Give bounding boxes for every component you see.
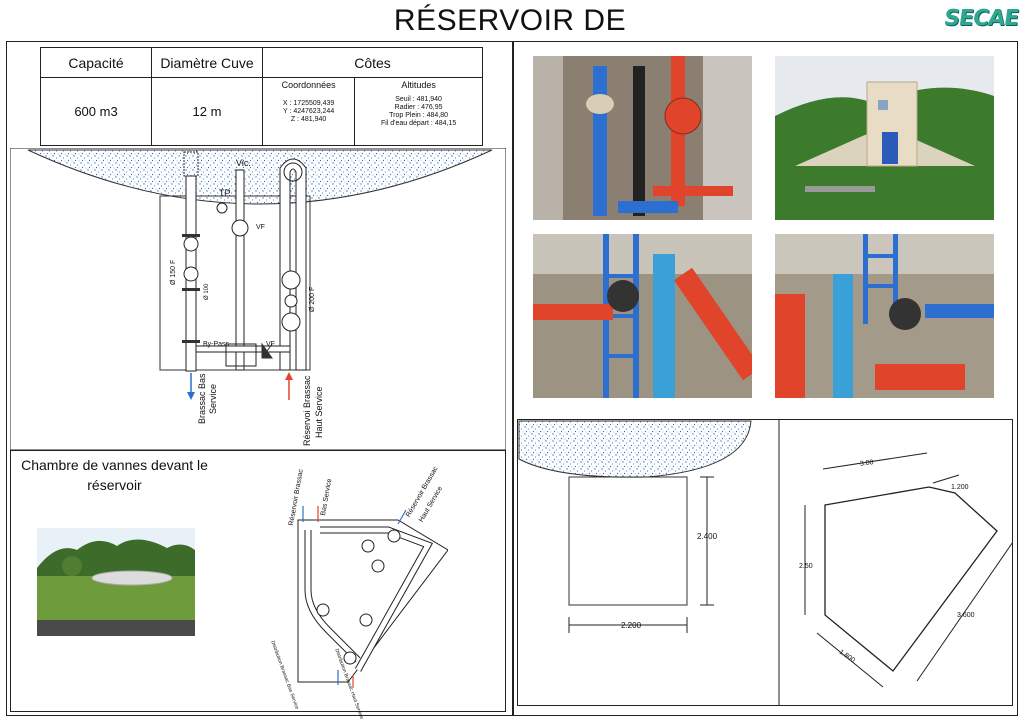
chamber-outline — [297, 519, 448, 683]
d100-label: Ø 100 — [204, 283, 210, 300]
secae-logo: SECAE — [942, 6, 1020, 31]
dim-line-right — [916, 541, 1013, 682]
pipe-haut-inner — [320, 527, 432, 672]
arrow-blue — [397, 509, 407, 525]
pipe-bas — [304, 530, 361, 663]
valve — [359, 613, 373, 627]
bypass-label: By-Pass — [203, 341, 230, 348]
d150-label: Ø 150 F — [170, 259, 177, 285]
vic-label: Vic. — [236, 158, 251, 168]
flange — [182, 340, 200, 343]
dim-line-top-right — [932, 474, 960, 484]
bypass-box — [225, 343, 257, 367]
dim-height: 2.400 — [697, 532, 718, 541]
out-label-1: Brassac Bas — [197, 373, 207, 424]
tp-label: TP — [219, 188, 231, 198]
chamber-photo — [37, 528, 195, 636]
water-tank-shape — [27, 149, 493, 205]
in-label-1: Réservoi Brassac — [302, 375, 312, 446]
valve-chamber-outline — [159, 195, 311, 371]
alt-seuil: Seuil : 481,940 — [395, 96, 442, 103]
chamber-diagram — [297, 506, 448, 688]
flange — [182, 288, 200, 291]
valve — [361, 539, 375, 553]
left-frame — [6, 41, 513, 716]
vf-bottom-label: VF — [266, 341, 275, 348]
valve-200-a — [281, 270, 301, 290]
capacity-header: Capacité — [40, 47, 152, 78]
tp-marker — [216, 202, 228, 214]
photo-valves-top — [533, 56, 752, 220]
chamber-title: Chambre de vannes devant le réservoir — [21, 457, 208, 493]
diameter-header: Diamètre Cuve — [151, 47, 263, 78]
coord-y: Y : 4247623,244 — [282, 108, 335, 115]
altitudes-cell: Altitudes Seuil : 481,940 Radier : 476,9… — [354, 77, 483, 146]
reservoir-schema — [10, 148, 506, 450]
chamber-frame — [10, 450, 506, 712]
photo-reservoir-building — [775, 56, 994, 220]
valve-150-a — [183, 236, 199, 252]
in-label-2: Haut Service — [314, 386, 324, 438]
alt-trop-plein: Trop Plein : 484,80 — [389, 112, 449, 119]
dims-drawing — [518, 419, 1013, 706]
dim-top-right: 1.200 — [951, 484, 969, 491]
photo-valves-ladder — [533, 234, 752, 398]
coords-title: Coordonnées — [281, 80, 336, 90]
vf-bottom-valve — [261, 342, 273, 359]
valve-vf-top — [231, 219, 249, 237]
valve — [387, 529, 401, 543]
valve — [343, 651, 357, 665]
d200-label: Ø 200 F — [309, 286, 316, 312]
page-title: RÉSERVOIR DE — [393, 4, 627, 37]
spec-table: Capacité Diamètre Cuve Côtes 600 m3 12 m… — [40, 47, 483, 146]
dim-width: 2.200 — [621, 621, 642, 630]
right-frame — [513, 41, 1018, 716]
dim-left: 2.50 — [799, 563, 813, 570]
valve-200-b — [281, 312, 301, 332]
meter-200 — [284, 294, 298, 308]
plan-polygon — [824, 486, 998, 672]
coord-z: Z : 481,940 — [290, 116, 327, 123]
tank-water-shape — [518, 420, 752, 478]
valve-150-b — [183, 266, 199, 282]
vent — [283, 162, 303, 182]
bypass-pipe — [195, 345, 291, 353]
vf-top-label: VF — [256, 224, 265, 231]
pipe-100 — [235, 169, 245, 371]
flange — [182, 234, 200, 237]
cotes-header: Côtes — [262, 47, 483, 78]
out-label-2: Service — [208, 383, 218, 414]
coord-x: X : 1725509,439 — [282, 100, 335, 107]
alt-fil-eau: Fil d'eau départ : 484,15 — [380, 120, 457, 127]
dim-line-bottom — [816, 632, 884, 688]
valve — [316, 603, 330, 617]
capacity-value: 600 m3 — [40, 77, 152, 146]
dims-frame — [517, 419, 1013, 706]
dim-right: 3.600 — [957, 612, 975, 619]
in-arrow — [285, 372, 293, 380]
coords-cell: Coordonnées X : 1725509,439 Y : 4247623,… — [261, 77, 356, 146]
photo-valves-red-blue — [775, 234, 994, 398]
dim-line-top — [822, 452, 928, 470]
valve — [371, 559, 385, 573]
altitudes-title: Altitudes — [401, 80, 436, 90]
pipe-bas-inner — [305, 530, 360, 662]
diameter-value: 12 m — [151, 77, 263, 146]
out-arrow — [187, 392, 195, 400]
alt-radier: Radier : 476,95 — [394, 104, 443, 111]
chamber-section — [568, 476, 688, 606]
